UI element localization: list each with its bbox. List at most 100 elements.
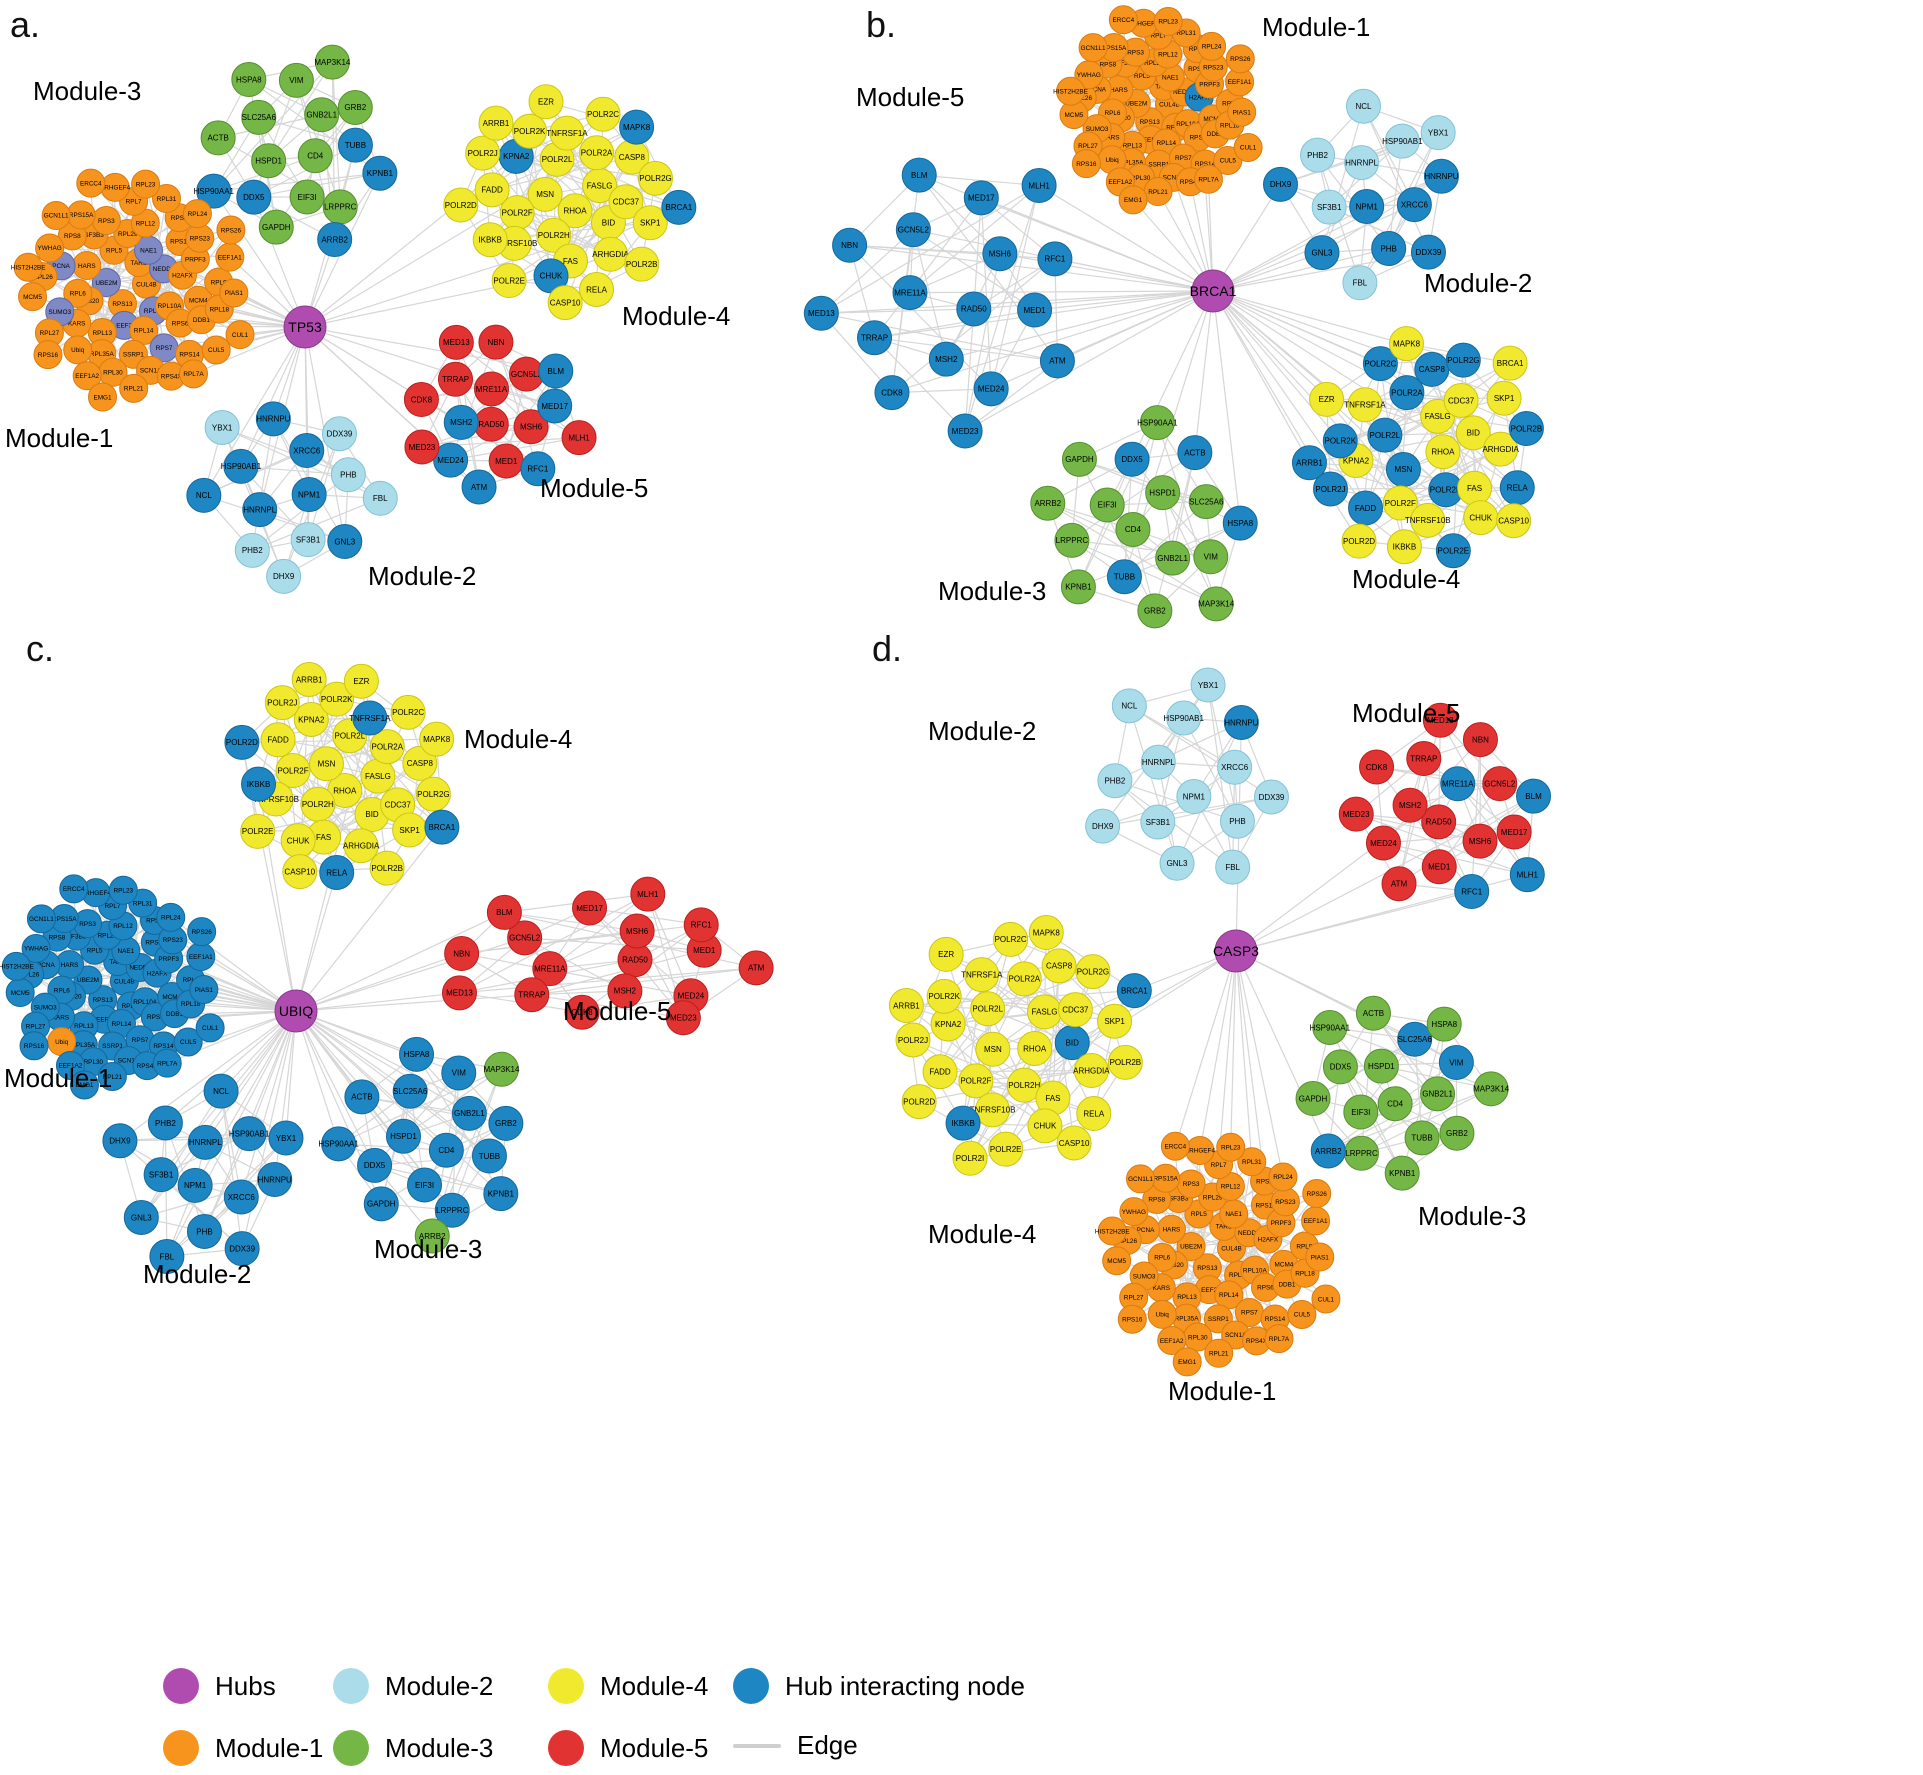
node-label: RPL27 [40,330,60,337]
node-RPL13: RPL13 [1172,1282,1202,1312]
node-RPL6: RPL6 [1147,1242,1177,1272]
node-label: HSPD1 [1149,488,1176,497]
node-label: MSH2 [614,987,637,996]
hub-swatch-icon [163,1668,199,1704]
node-TUBB: TUBB [337,127,373,163]
node-CASP10: CASP10 [547,285,583,321]
node-label: RPS4X [161,373,183,380]
node-RPL21: RPL21 [119,373,149,403]
node-ERCC4: ERCC4 [1108,5,1138,35]
node-label: MCM5 [1107,1258,1126,1265]
node-DDX5: DDX5 [1322,1049,1358,1085]
node-label: BLM [496,908,513,917]
node-ACTB: ACTB [200,120,236,156]
node-label: POLR2C [995,935,1027,944]
node-CHUK: CHUK [1027,1108,1063,1144]
node-ARRB2: ARRB2 [1310,1133,1346,1169]
node-label: HSP90AA1 [1137,418,1178,427]
node-MED24: MED24 [973,371,1009,407]
node-label: NBN [841,241,858,250]
node-MED1: MED1 [1421,849,1457,885]
node-label: MCM5 [1065,112,1084,119]
node-CUL5: CUL5 [1287,1299,1317,1329]
node-RPS26: RPS26 [1302,1179,1332,1209]
node-MED23: MED23 [665,1000,701,1036]
node-label: KPNA2 [935,1020,962,1029]
node-CASP10: CASP10 [1496,503,1532,539]
node-label: GCN5L2 [509,934,541,943]
module-label: Module-2 [1424,268,1532,298]
node-TRRAP: TRRAP [514,977,550,1013]
node-HSPA8: HSPA8 [1426,1006,1462,1042]
node-label: RPS7 [132,1037,149,1044]
node-UBE2M: UBE2M [1176,1231,1206,1261]
node-label: EMG1 [93,394,112,401]
node-label: POLR2K [321,695,353,704]
node-label: BLM [911,171,928,180]
node-RPL14: RPL14 [106,1009,136,1039]
node-ARRB2: ARRB2 [1030,485,1066,521]
node-label: RPL6 [70,291,86,298]
node-label: IKBKB [478,235,502,244]
node-YBX1: YBX1 [204,409,240,445]
node-label: POLR2A [1391,388,1423,397]
node-label: PHB [1229,817,1245,826]
node-FBL: FBL [1215,849,1251,885]
node-POLR2C: POLR2C [1362,346,1398,382]
node-TNFRSF10B: TNFRSF10B [970,1092,1015,1128]
node-label: RPS2 [171,215,188,222]
module-label: Module-4 [1352,564,1460,594]
node-MAPK8: MAPK8 [1389,326,1425,362]
node-label: MRE11A [534,964,566,973]
node-label: RPL10A [1243,1267,1268,1274]
node-label: NEDD8 [153,266,175,273]
node-label: DDB1 [1278,1281,1295,1288]
node-MAPK8: MAPK8 [1028,915,1064,951]
node-label: POLR2A [1009,975,1041,984]
node-label: FASLG [587,181,613,190]
node-GNL3: GNL3 [327,524,363,560]
node-label: MED1 [1023,306,1046,315]
node-HNRNPU: HNRNPU [1223,704,1259,740]
node-MED23: MED23 [1338,796,1374,832]
node-CUL1: CUL1 [1233,132,1263,162]
node-ATM: ATM [738,950,774,986]
node-MLH1: MLH1 [561,420,597,456]
node-label: PHB2 [1104,777,1125,786]
node-RPS26: RPS26 [216,215,246,245]
node-label: KPNB1 [1065,583,1092,592]
node-label: EEF1A2 [59,1063,83,1070]
node-label: GNL3 [334,537,355,546]
node-label: HNRNPU [256,415,290,424]
node-label: H2AFX [1258,1236,1279,1243]
node-HIST2H2BE: HIST2H2BE [1053,76,1088,106]
node-label: RPL14 [134,328,154,335]
node-label: VIM [452,1069,467,1078]
node-label: DDX5 [243,193,265,202]
node-label: POLR2E [242,827,274,836]
node-label: MCM4 [189,298,208,305]
node-label: TNFRSF10B [253,795,299,804]
node-label: FBL [1225,863,1240,872]
node-label: RPS23 [190,235,211,242]
node-label: RPS13 [112,301,133,308]
node-GCN1L1: GCN1L1 [41,200,71,230]
node-label: RPS2 [1256,1178,1273,1185]
node-BLM: BLM [486,894,522,930]
node-label: CUL4B [114,978,135,985]
node-ACTB: ACTB [1177,435,1213,471]
node-label: LRPPRC [436,1206,469,1215]
node-label: XRCC6 [1221,763,1249,772]
node-label: CDK8 [881,388,903,397]
node-label: MCM4 [162,994,181,1001]
node-label: RPS26 [192,929,213,936]
node-label: HSP90AA1 [1310,1023,1351,1032]
node-RPL30: RPL30 [98,357,128,387]
node-KPNB1: KPNB1 [362,155,398,191]
node-GCN5L2: GCN5L2 [1482,766,1518,802]
node-label: HSPD1 [390,1132,417,1141]
node-label: GCN1L1 [1081,45,1106,52]
node-label: SF3B3 [67,933,87,940]
